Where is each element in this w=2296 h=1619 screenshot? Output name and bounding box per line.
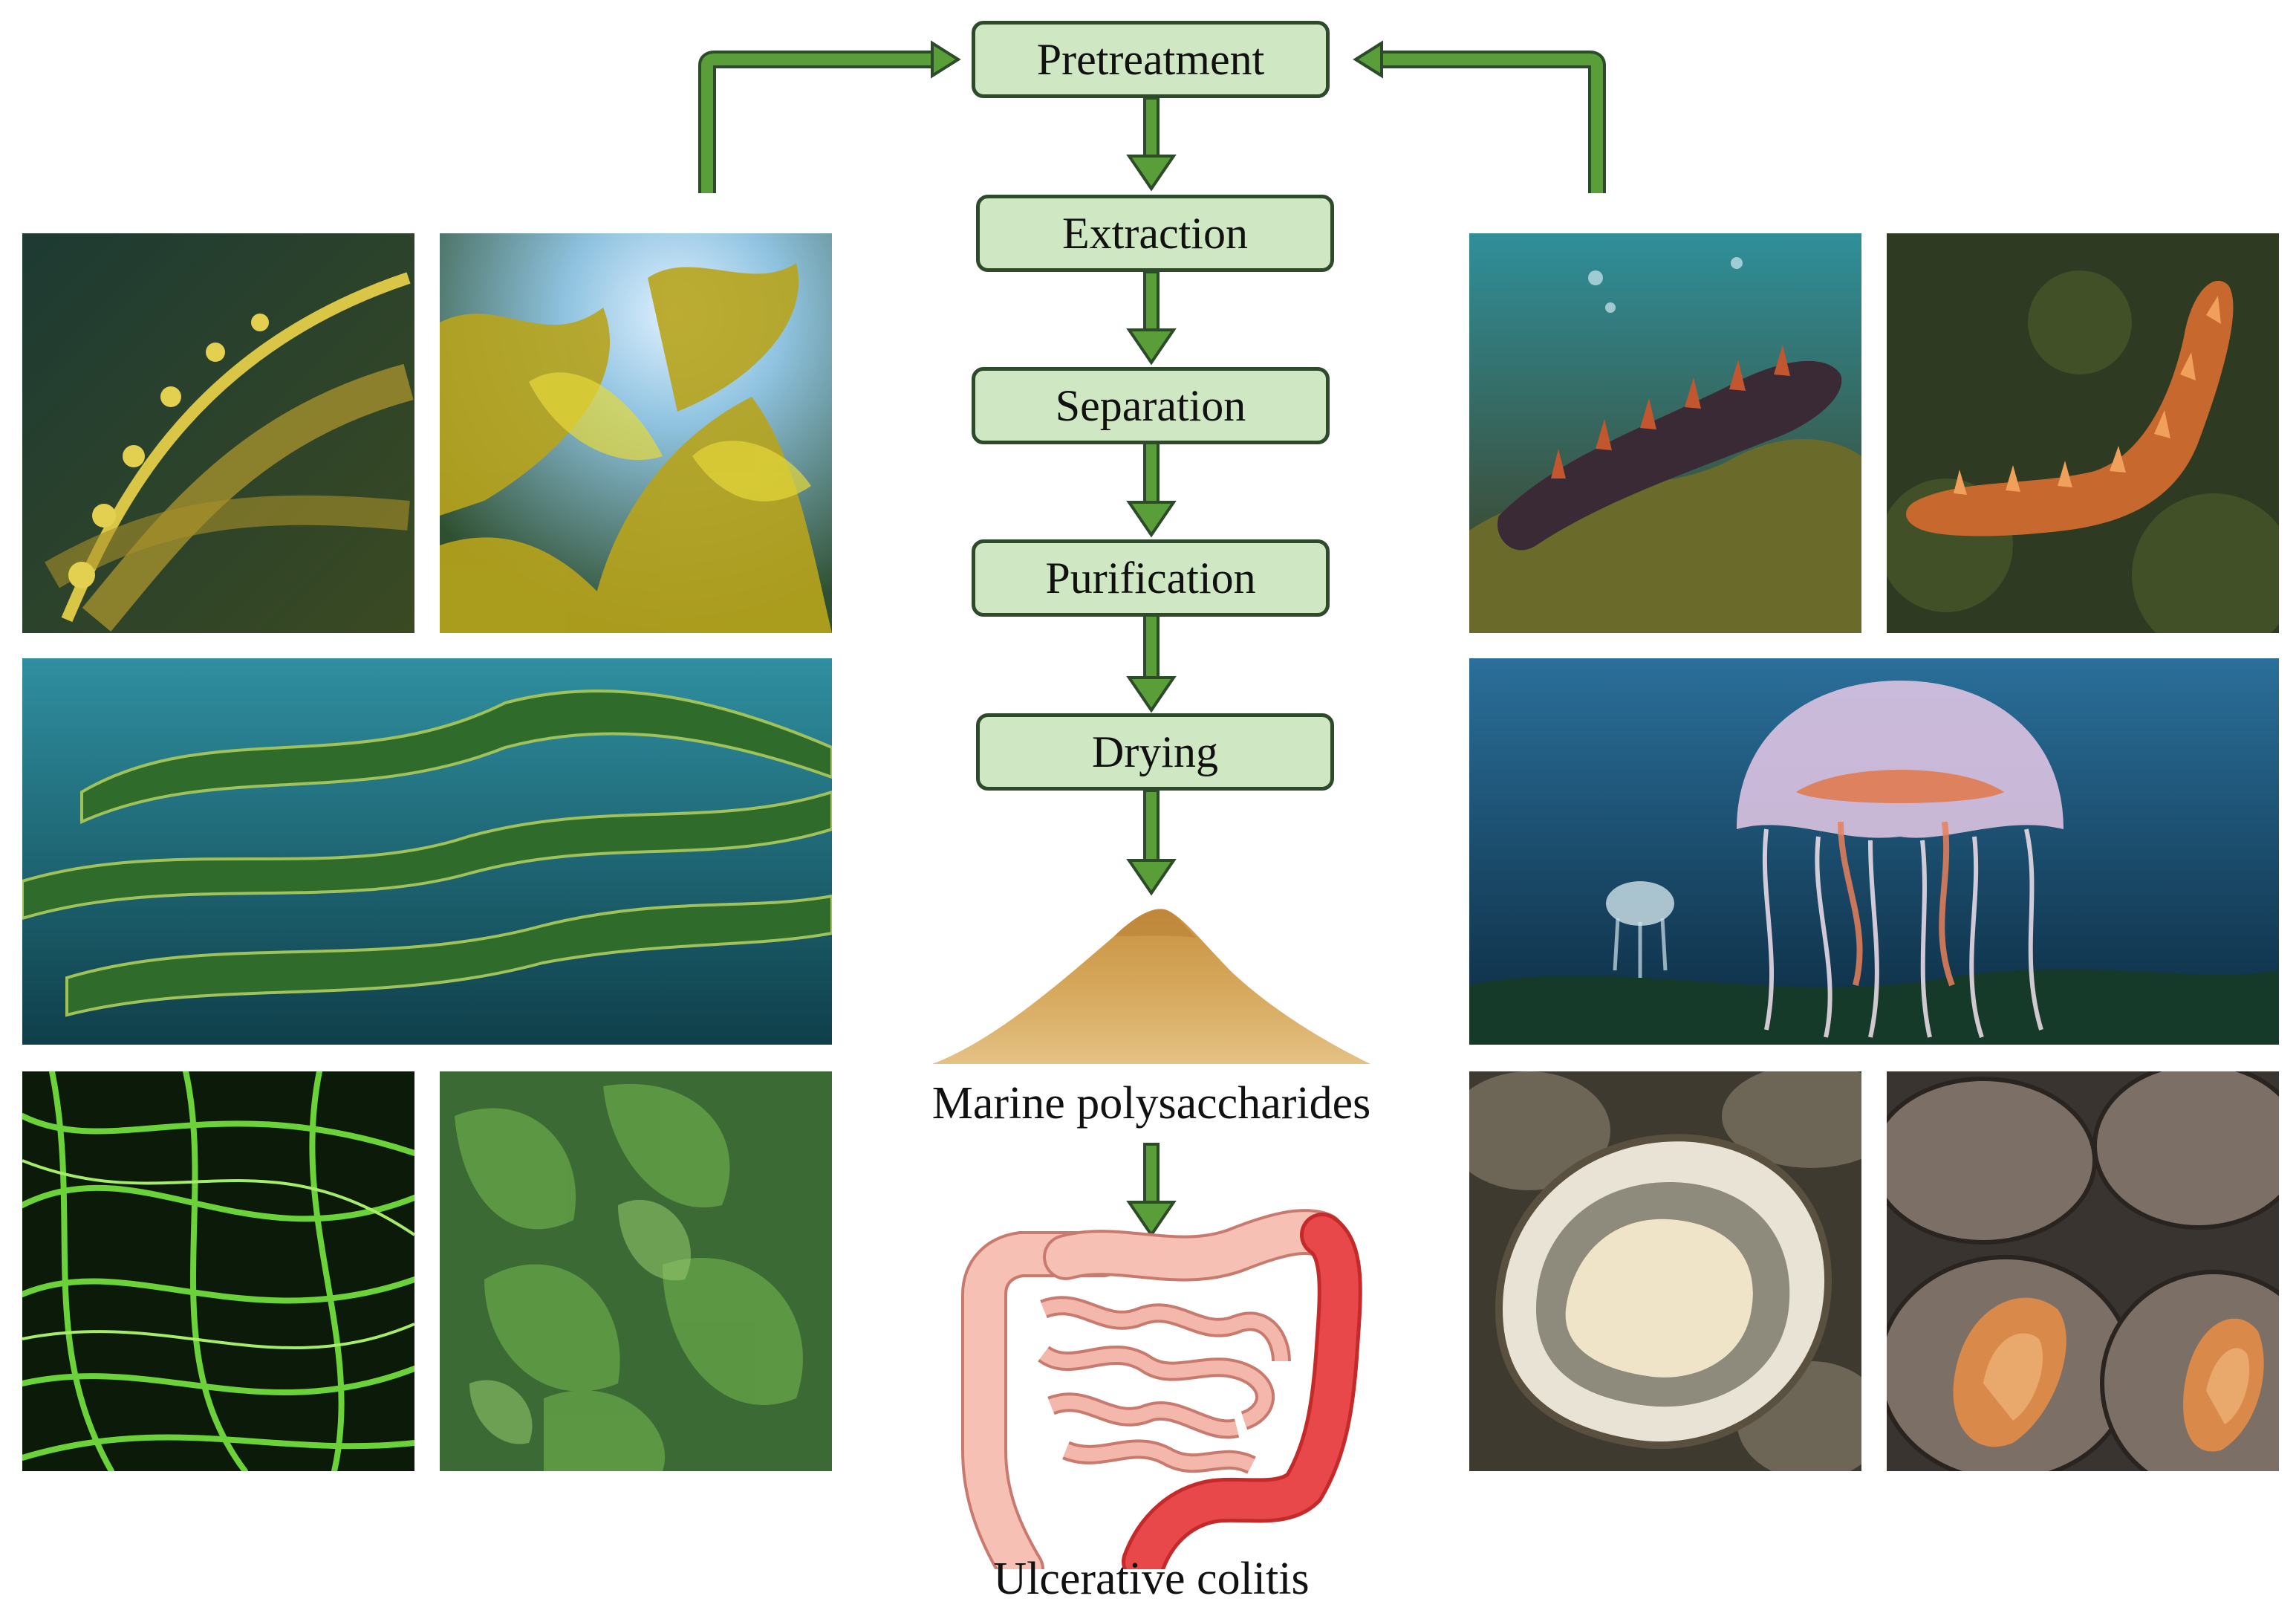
step-drying: Drying: [976, 713, 1334, 791]
dark-sea-cucumber-icon: [1469, 233, 1861, 633]
ribbon-kelp-icon: [22, 658, 832, 1045]
step-label: Separation: [1055, 380, 1246, 430]
polysaccharide-powder-icon: [932, 909, 1370, 1064]
abalone-image: [1887, 1071, 2279, 1471]
arrow-drying-product: [1126, 789, 1177, 896]
kelp-frond-icon: [22, 233, 414, 633]
kelp-forest-image: [440, 233, 832, 633]
orange-sea-cucumber-image: [1887, 233, 2279, 633]
outcome-label: Ulcerative colitis: [993, 1554, 1310, 1604]
colon-illustration-icon: [961, 1209, 1362, 1569]
step-label: Purification: [1045, 553, 1256, 603]
green-filament-algae-image: [22, 1071, 414, 1471]
orange-sea-cucumber-icon: [1887, 233, 2279, 633]
sea-lettuce-icon: [440, 1071, 832, 1471]
left-source-arrow: [698, 40, 961, 193]
step-label: Extraction: [1062, 208, 1248, 258]
step-extraction: Extraction: [976, 195, 1334, 272]
arrow-purification-drying: [1126, 614, 1177, 713]
ribbon-kelp-image: [22, 658, 832, 1045]
jellyfish-icon: [1469, 658, 2279, 1045]
oyster-icon: [1469, 1071, 1861, 1471]
step-purification: Purification: [972, 539, 1330, 617]
step-label: Drying: [1092, 727, 1218, 776]
sea-lettuce-image: [440, 1071, 832, 1471]
step-label: Pretreatment: [1036, 34, 1265, 84]
arrow-extraction-separation: [1126, 270, 1177, 366]
step-separation: Separation: [972, 367, 1330, 444]
product-label: Marine polysaccharides: [931, 1078, 1371, 1129]
jellyfish-image: [1469, 658, 2279, 1045]
arrow-separation-purification: [1126, 441, 1177, 538]
kelp-forest-icon: [440, 233, 832, 633]
dark-sea-cucumber-image: [1469, 233, 1861, 633]
arrow-pretreatment-extraction: [1126, 97, 1177, 192]
right-source-arrow: [1353, 40, 1606, 193]
green-filament-algae-icon: [22, 1071, 414, 1471]
kelp-frond-image: [22, 233, 414, 633]
oyster-image: [1469, 1071, 1861, 1471]
abalone-icon: [1887, 1071, 2279, 1471]
step-pretreatment: Pretreatment: [972, 21, 1330, 98]
